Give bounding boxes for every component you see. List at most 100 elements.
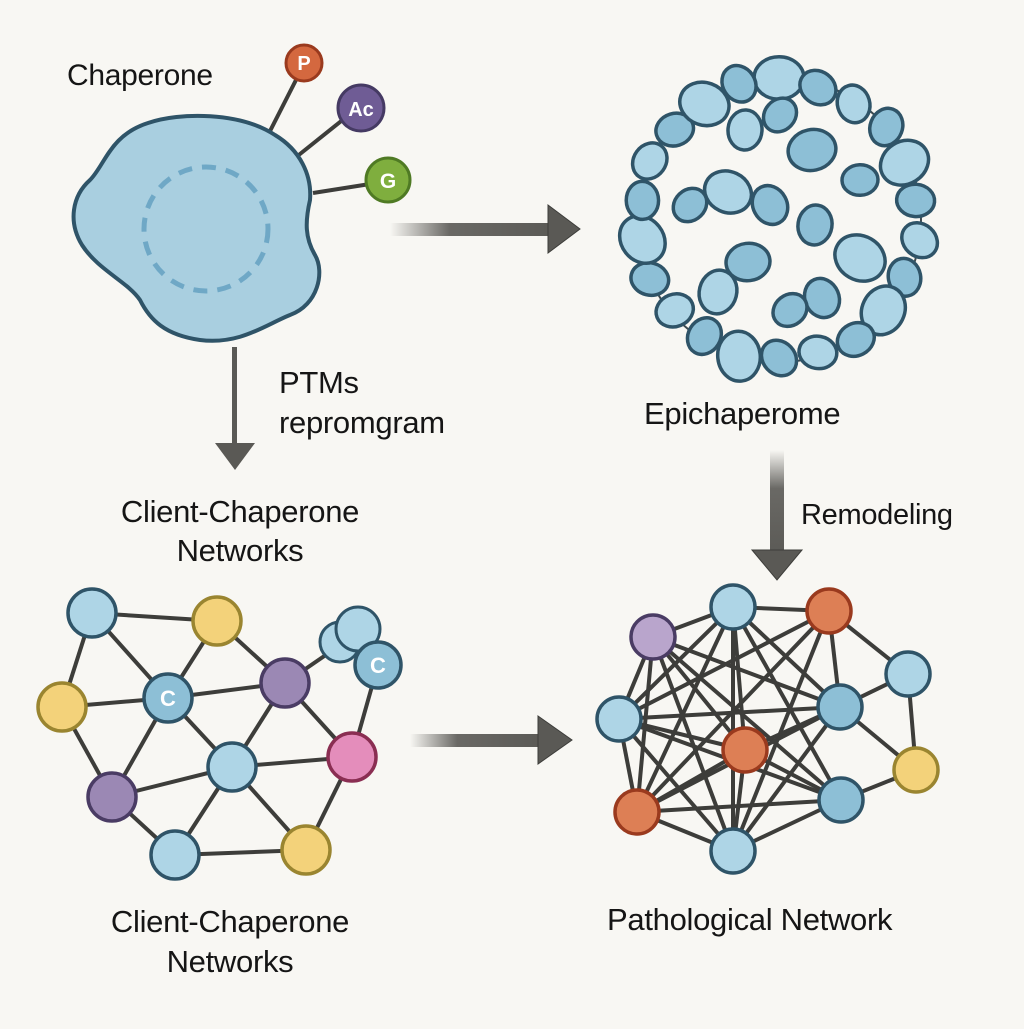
epichaperome-subunit xyxy=(752,55,806,101)
arrow-epichaperome-to-pathological xyxy=(750,450,804,581)
epichaperome-subunit xyxy=(715,329,763,383)
epichaperome-subunit xyxy=(654,292,696,329)
epichaperome-subunit xyxy=(759,338,799,378)
ptm-tether-glyco xyxy=(312,182,371,195)
pathological-edge xyxy=(636,798,842,814)
pathological-edge xyxy=(731,705,842,853)
client-network-mid-label-line2: Networks xyxy=(176,533,304,568)
ptm-badge-phospho: P xyxy=(284,43,324,83)
pathological-node-blue xyxy=(884,650,932,698)
chaperone-label: Chaperone xyxy=(67,59,213,92)
pathological-edge xyxy=(635,606,735,813)
epichaperome-subunit xyxy=(654,111,696,148)
epichaperome-subunit xyxy=(796,203,834,247)
chaperone-binding-pocket xyxy=(141,164,271,294)
epichaperome-subunit xyxy=(835,320,876,359)
epichaperome-label: Epichaperome xyxy=(644,396,841,431)
pathological-edge xyxy=(651,635,843,802)
client-network-mid-label: Client-Chaperone Networks xyxy=(60,492,420,570)
ptm-reprogram-label-line1: PTMs xyxy=(279,365,359,400)
pathological-node-mid-blue xyxy=(817,776,865,824)
client-node-purple xyxy=(86,771,138,823)
client-network-bottom-label-line2: Networks xyxy=(166,944,294,979)
epichaperome-subunit xyxy=(894,182,937,219)
ptm-tether-acetyl xyxy=(293,116,347,160)
epichaperome-subunit xyxy=(835,83,872,125)
epichaperome-subunit xyxy=(878,138,931,187)
epichaperome-subunit xyxy=(833,233,887,283)
arrow-client-network-to-pathological xyxy=(410,715,573,765)
epichaperome-subunit xyxy=(685,316,724,357)
ptm-badge-acetyl-label: Ac xyxy=(348,99,374,121)
pathological-edge xyxy=(618,705,841,721)
ptm-tether-phospho xyxy=(265,77,299,138)
epichaperome-subunit xyxy=(720,63,758,104)
remodeling-label: Remodeling xyxy=(801,499,953,531)
pathological-node-blue xyxy=(709,827,757,875)
epichaperome-subunit xyxy=(671,186,709,224)
epichaperome-subunit xyxy=(761,96,799,134)
client-node-blue xyxy=(206,741,258,793)
pathological-network-nodes xyxy=(595,583,940,875)
client-node-yellow xyxy=(280,824,332,876)
pathological-node-orange xyxy=(613,788,661,836)
client-node-yellow xyxy=(36,681,88,733)
pathological-node-blue xyxy=(709,583,757,631)
epichaperome-subunit xyxy=(840,162,880,198)
arrow-chaperone-to-epichaperome xyxy=(390,204,581,254)
client-node-purple xyxy=(259,657,311,709)
client-node-blue-cluster xyxy=(318,605,382,664)
arrow-chaperone-to-client-network xyxy=(215,347,255,470)
epichaperome-subunit xyxy=(900,220,940,260)
client-node-blue xyxy=(149,829,201,881)
pathological-edge xyxy=(617,717,735,853)
pathological-edge xyxy=(617,605,735,721)
chaperone-group: P Ac G xyxy=(71,43,412,343)
pathological-edge xyxy=(731,606,843,801)
pathological-node-mid-blue xyxy=(816,683,864,731)
chaperone-node-label: C xyxy=(370,653,386,678)
epichaperome-subunit xyxy=(630,141,669,181)
epichaperome-subunit xyxy=(678,80,731,128)
epichaperome-subunit xyxy=(724,241,772,283)
ptm-badge-glyco-label: G xyxy=(380,170,396,193)
client-node-blue xyxy=(66,587,118,639)
epichaperome-sphere xyxy=(617,55,940,383)
chaperone-protein-shape xyxy=(71,113,322,343)
pathological-node-orange xyxy=(721,726,769,774)
epichaperome-subunit xyxy=(797,334,839,371)
pathological-edge xyxy=(652,635,841,709)
client-node-chaperone: C xyxy=(142,672,194,724)
pathological-node-lavender xyxy=(629,613,677,661)
epichaperome-subunit xyxy=(726,108,764,152)
client-node-chaperone: C xyxy=(353,640,403,690)
ptm-badge-phospho-label: P xyxy=(297,53,310,75)
epichaperome-subunit xyxy=(702,169,754,215)
client-network-mid-label-line1: Client-Chaperone xyxy=(120,494,360,529)
epichaperome-subunit xyxy=(886,256,923,298)
epichaperome-subunit xyxy=(617,214,667,265)
client-network-bottom-label: Client-Chaperone Networks xyxy=(50,902,410,982)
client-node-pink xyxy=(326,731,378,783)
epichaperome-subunit xyxy=(624,179,661,222)
client-network-bottom-label-line1: Client-Chaperone xyxy=(110,904,350,939)
client-node-yellow xyxy=(191,595,243,647)
epichaperome-subunit xyxy=(786,127,838,173)
pathological-node-blue xyxy=(595,695,643,743)
ptm-badge-glyco: G xyxy=(364,156,412,204)
epichaperome-subunit xyxy=(697,268,739,316)
pathological-edge xyxy=(651,635,747,752)
epichaperome-subunit xyxy=(750,183,790,227)
ptm-reprogram-label-line2: repromgram xyxy=(279,405,445,440)
client-network-nodes: CC xyxy=(36,587,403,881)
ptm-badge-acetyl: Ac xyxy=(336,83,386,133)
pathological-node-yellow xyxy=(892,746,940,794)
pathological-network-label: Pathological Network xyxy=(607,902,893,937)
pathological-edge xyxy=(731,610,831,852)
epichaperome-subunit xyxy=(868,106,905,148)
chaperone-node-label: C xyxy=(160,686,176,711)
epichaperome-subunit xyxy=(771,291,809,329)
ptm-reprogram-label: PTMs repromgram xyxy=(279,363,445,443)
